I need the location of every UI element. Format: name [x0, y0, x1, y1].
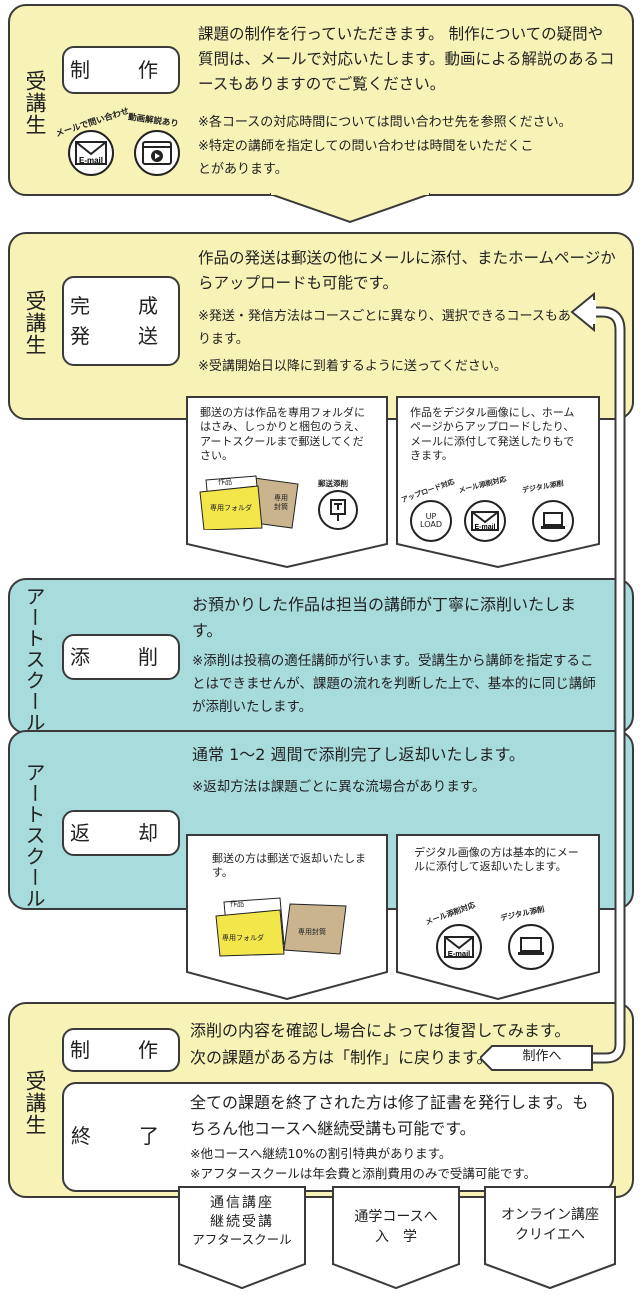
next-option-3-line1: オンライン講座: [501, 1207, 599, 1223]
step1-down-arrow: [270, 192, 430, 224]
next-option-1-text: 通信講座 継続受講 アフタースクール: [178, 1194, 306, 1249]
step2-box: 完 成 発 送: [62, 276, 180, 366]
back-to-production-label: 制作へ: [522, 1049, 562, 1064]
step2-card1-envelope: 専用封筒: [274, 494, 288, 512]
step4-card1-folder: 専用フォルダ: [222, 934, 264, 942]
step2-text: 作品の発送は郵送の他にメールに添付、またホームページからアップロードも可能です。: [198, 249, 616, 292]
step1-text: 課題の制作を行っていただきます。 制作についての疑問や質問は、メールで対応いたし…: [198, 25, 615, 93]
next-option-1-line3: アフタースクール: [192, 1231, 292, 1247]
step3-note: ※添削は投稿の適任講師が行います。受講生から講師を指定することはできませんが、課…: [192, 653, 596, 715]
step2-card1-icon-label: 郵送添削: [318, 479, 348, 488]
step2-card1-folder-top: 作品: [218, 478, 232, 486]
step5-note1: ※他コースへ継続10%の割引特典があります。: [190, 1146, 452, 1161]
laptop-icon: [508, 924, 554, 970]
step1-box: 制 作: [62, 46, 180, 94]
step5-text1a: 添削の内容を確認し場合によっては復習してみます。: [190, 1021, 571, 1040]
step5-box-continue: 制 作: [62, 1028, 180, 1072]
step3-text: お預かりした作品は担当の講師が丁寧に添削いたします。: [192, 595, 577, 640]
next-option-3: [484, 1186, 616, 1290]
next-option-2-line2: 入 学: [375, 1228, 417, 1245]
step4-card1-envelope: 専用封筒: [298, 928, 326, 936]
step2-note2: ※受講開始日以降に到着するように送ってください。: [198, 359, 507, 374]
step3-actor: アートスクール: [22, 586, 46, 733]
step4-note: ※返却方法は課題ごとに異な流場合があります。: [192, 779, 486, 795]
step2-note1: ※発送・発信方法はコースごとに異なり、選択できるコースもあります。: [198, 309, 571, 347]
folder-envelope-illustration: [215, 897, 347, 957]
next-option-2-line1: 通学コースへ: [354, 1209, 438, 1225]
step4-card1-text: 郵送の方は郵送で返却いたします。: [212, 852, 366, 880]
next-option-2-text: 通学コースへ 入 学: [332, 1208, 460, 1247]
svg-text:E-mail: E-mail: [448, 949, 471, 958]
video-icon: [134, 130, 180, 176]
step4-text: 通常 1〜2 週間で添削完了し返却いたします。: [192, 745, 525, 764]
step4-card2-text: デジタル画像の方は基本的にメールに添付して返却いたします。: [414, 846, 579, 874]
post-icon: [318, 490, 358, 530]
next-option-1-line2: 継続受講: [210, 1213, 274, 1230]
next-option-1: [178, 1186, 306, 1290]
next-option-3-text: オンライン講座 クリイエへ: [484, 1206, 616, 1245]
step1-section: [8, 4, 634, 196]
svg-text:E-mail: E-mail: [79, 156, 103, 165]
step2-card2-text: 作品をデジタル画像にし、ホームページからアップロードしたり、メールに添付して発送…: [410, 406, 575, 462]
step4-actor: アートスクール: [22, 762, 46, 909]
laptop-icon: [532, 500, 574, 542]
step4-card1-folder-top: 作品: [230, 900, 244, 908]
step1-note2: ※特定の講師を指定しての問い合わせは時間をいただくことがあります。: [198, 139, 534, 177]
step5-text1b: 次の課題がある方は「制作」に戻ります。: [190, 1048, 493, 1067]
next-option-3-line2: クリイエへ: [515, 1226, 585, 1243]
next-option-2: [332, 1186, 460, 1290]
step5-box-end: 終 了: [66, 1112, 178, 1160]
next-option-1-line1: 通信講座: [210, 1195, 274, 1211]
step1-note1: ※各コースの対応時間については問い合わせ先を参照ください。: [198, 115, 572, 130]
step2-box-line1: 完 成: [70, 294, 172, 318]
step1-actor: 受講生: [23, 70, 47, 136]
upload-icon-text1: UP: [425, 512, 437, 521]
step2-card1-folder: 専用フォルダ: [210, 504, 252, 512]
step2-card1-text: 郵送の方は作品を専用フォルダにはさみ、しっかりと梱包のうえ、アートスクールまで郵…: [200, 406, 365, 462]
folder-envelope-illustration: [199, 475, 299, 530]
upload-icon: UP LOAD: [410, 500, 452, 542]
mail-icon: E-mail: [436, 924, 482, 970]
svg-text:E-mail: E-mail: [474, 524, 495, 531]
return-arrow: [480, 291, 626, 1071]
step2-actor: 受講生: [23, 290, 47, 356]
step2-box-line2: 発 送: [70, 324, 172, 348]
step3-box: 添 削: [62, 634, 180, 680]
step5-note2: ※アフタースクールは年会費と添削費用のみで受講可能です。: [190, 1166, 537, 1181]
step4-box: 返 却: [62, 810, 180, 856]
step5-text2: 全ての課題を終了された方は修了証書を発行します。もちろん他コースへ継続受講も可能…: [190, 1093, 589, 1138]
mail-icon: E-mail: [464, 500, 506, 542]
mail-icon: E-mail: [68, 130, 114, 176]
upload-icon-text2: LOAD: [420, 520, 442, 529]
step4-card-mail: [186, 834, 388, 1000]
step5-actor: 受講生: [23, 1070, 47, 1136]
